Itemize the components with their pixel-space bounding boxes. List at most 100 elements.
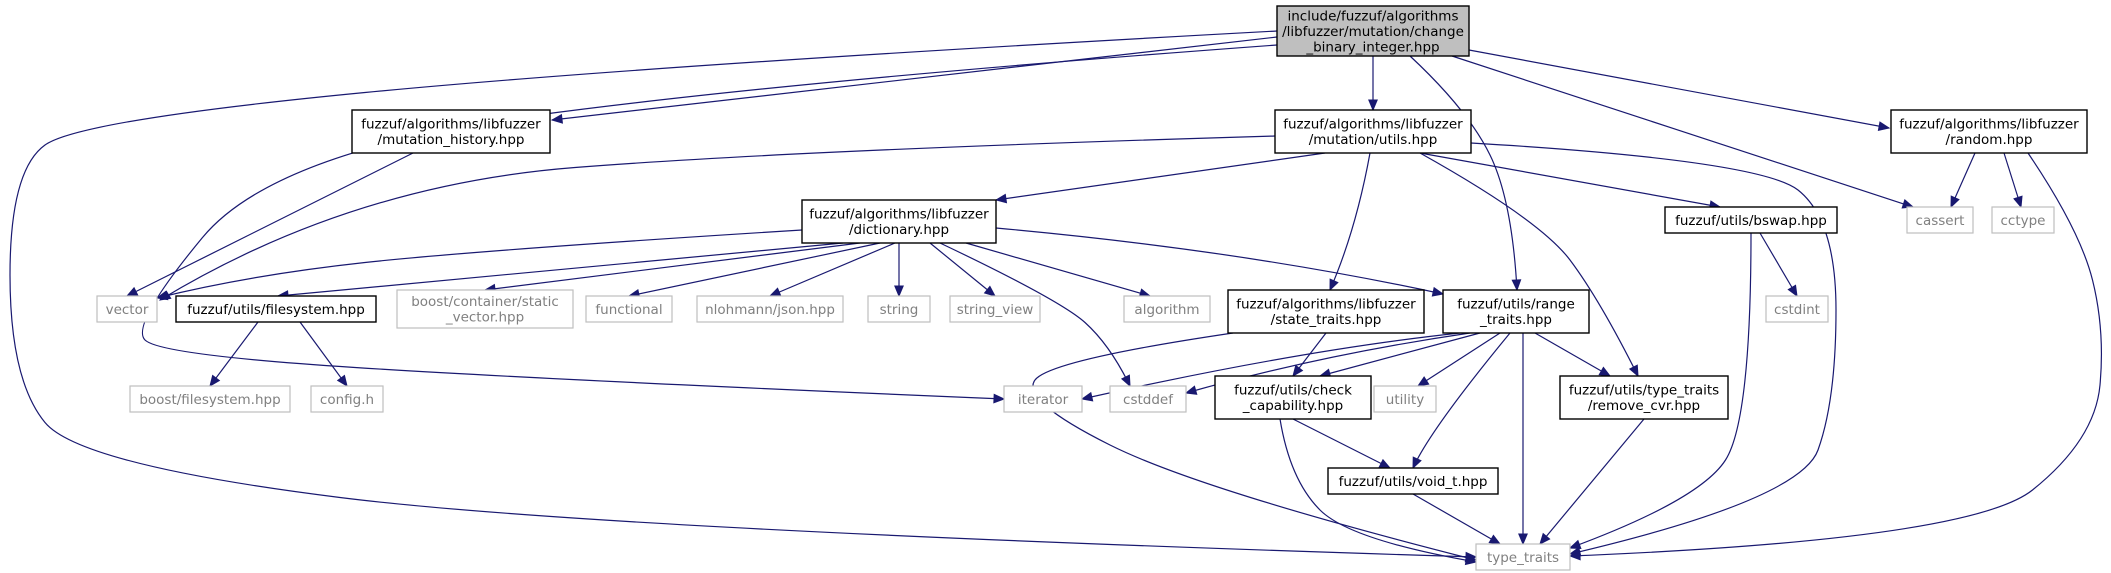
edge-check_capability-to-void_t bbox=[1292, 418, 1392, 469]
node-label-line: config.h bbox=[320, 392, 374, 408]
edge-arrowhead bbox=[1464, 555, 1478, 566]
edge-mutation_history-to-vector bbox=[125, 152, 414, 297]
node-box bbox=[1890, 109, 2088, 154]
node-algorithm: algorithm bbox=[1123, 295, 1211, 323]
node-label-line: string_view bbox=[957, 302, 1034, 318]
node-box bbox=[310, 385, 384, 413]
edge-arrowhead bbox=[1628, 364, 1639, 378]
node-box bbox=[949, 295, 1041, 323]
edge-line bbox=[156, 229, 803, 299]
edge-arrowhead bbox=[550, 113, 563, 124]
edge-void_t-to-type_traits bbox=[1412, 493, 1502, 545]
node-random[interactable]: fuzzuf/algorithms/libfuzzer/random.hpp bbox=[1890, 109, 2088, 154]
edge-arrowhead bbox=[1184, 385, 1198, 395]
edge-arrowhead bbox=[1568, 550, 1581, 561]
node-box bbox=[396, 289, 574, 329]
edge-dictionary-to-static_vector bbox=[483, 242, 861, 294]
edge-mutation_utils-to-type_traits bbox=[1470, 142, 1837, 557]
edge-line bbox=[965, 242, 1151, 297]
edge-arrowhead bbox=[1568, 539, 1582, 550]
edge-range_traits-to-type_traits bbox=[1518, 333, 1528, 546]
edge-line bbox=[1534, 332, 1611, 377]
edge-filesystem-to-boost_filesystem bbox=[209, 321, 259, 388]
edge-line bbox=[277, 242, 844, 297]
node-box bbox=[1274, 109, 1472, 154]
node-box bbox=[1991, 206, 2055, 234]
edge-line bbox=[1468, 49, 1890, 129]
node-label-line: fuzzuf/utils/range bbox=[1457, 297, 1575, 313]
node-label-line: _vector.hpp bbox=[445, 310, 524, 326]
node-label-line: boost/filesystem.hpp bbox=[139, 392, 280, 408]
node-range-traits[interactable]: fuzzuf/utils/range_traits.hpp bbox=[1442, 289, 1590, 334]
edge-random-to-cassert bbox=[1950, 152, 1976, 209]
node-remove-cvr[interactable]: fuzzuf/utils/type_traits/remove_cvr.hpp bbox=[1559, 375, 1729, 420]
node-bswap[interactable]: fuzzuf/utils/bswap.hpp bbox=[1664, 206, 1838, 234]
edge-arrowhead bbox=[1518, 533, 1528, 546]
node-cctype: cctype bbox=[1991, 206, 2055, 234]
node-label-line: fuzzuf/algorithms/libfuzzer bbox=[1283, 117, 1463, 133]
edge-line bbox=[299, 321, 348, 387]
node-label-line: fuzzuf/algorithms/libfuzzer bbox=[1236, 297, 1416, 313]
node-cstdint: cstdint bbox=[1765, 295, 1829, 323]
edge-random-to-type_traits bbox=[1568, 152, 2103, 561]
edge-arrowhead bbox=[768, 287, 782, 297]
edge-line bbox=[1279, 418, 1477, 563]
edge-line bbox=[628, 242, 881, 297]
node-dictionary[interactable]: fuzzuf/algorithms/libfuzzer/dictionary.h… bbox=[801, 199, 997, 244]
node-void-t[interactable]: fuzzuf/utils/void_t.hpp bbox=[1327, 467, 1499, 495]
edge-arrowhead bbox=[1539, 532, 1551, 545]
edge-bswap-to-type_traits bbox=[1568, 232, 1752, 550]
node-box bbox=[1475, 543, 1571, 571]
edge-arrowhead bbox=[894, 285, 904, 298]
edge-line bbox=[1419, 152, 1721, 208]
node-functional: functional bbox=[585, 295, 673, 323]
edge-dictionary-to-string bbox=[894, 243, 904, 298]
edge-arrowhead bbox=[994, 193, 1008, 204]
edge-line bbox=[141, 44, 1278, 400]
node-label-line: /state_traits.hpp bbox=[1271, 312, 1382, 328]
node-box bbox=[1373, 385, 1437, 413]
edge-arrowhead bbox=[993, 393, 1006, 404]
edge-line bbox=[929, 242, 996, 297]
edge-line bbox=[1412, 332, 1511, 469]
node-mutation-utils[interactable]: fuzzuf/algorithms/libfuzzer/mutation/uti… bbox=[1274, 109, 1472, 154]
node-label-line: fuzzuf/utils/bswap.hpp bbox=[1675, 213, 1827, 229]
edge-dictionary-to-cstddef bbox=[939, 242, 1131, 388]
edge-line bbox=[1329, 152, 1371, 291]
edge-line bbox=[1032, 332, 1477, 561]
node-box bbox=[1559, 375, 1729, 420]
node-box bbox=[1276, 5, 1470, 57]
node-box bbox=[1765, 295, 1829, 323]
node-box bbox=[1123, 295, 1211, 323]
edge-dictionary-to-vector bbox=[155, 229, 803, 301]
edge-change_binary_integer-to-random bbox=[1468, 49, 1891, 131]
node-label-line: /dictionary.hpp bbox=[849, 222, 949, 238]
node-label-line: string bbox=[880, 302, 919, 318]
node-box bbox=[1442, 289, 1590, 334]
node-label-line: _capability.hpp bbox=[1242, 398, 1343, 414]
node-state-traits[interactable]: fuzzuf/algorithms/libfuzzer/state_traits… bbox=[1227, 289, 1425, 334]
node-label-line: functional bbox=[595, 302, 662, 318]
node-filesystem[interactable]: fuzzuf/utils/filesystem.hpp bbox=[175, 295, 377, 323]
node-check-capability[interactable]: fuzzuf/utils/check_capability.hpp bbox=[1214, 375, 1372, 420]
node-label-line: /mutation_history.hpp bbox=[378, 132, 525, 148]
node-change-binary-integer[interactable]: include/fuzzuf/algorithms/libfuzzer/muta… bbox=[1276, 5, 1470, 57]
edge-line bbox=[9, 30, 1477, 558]
node-string: string bbox=[867, 295, 931, 323]
node-label-line: fuzzuf/algorithms/libfuzzer bbox=[1899, 117, 2079, 133]
node-box bbox=[585, 295, 673, 323]
node-box bbox=[1003, 385, 1083, 413]
node-mutation-history[interactable]: fuzzuf/algorithms/libfuzzer/mutation_his… bbox=[351, 109, 551, 154]
edge-random-to-cctype bbox=[2003, 152, 2023, 209]
edge-check_capability-to-type_traits bbox=[1279, 418, 1478, 566]
edge-line bbox=[1419, 152, 1639, 377]
edge-line bbox=[209, 321, 259, 387]
node-label-line: include/fuzzuf/algorithms bbox=[1288, 8, 1459, 24]
node-box bbox=[96, 295, 158, 323]
edge-line bbox=[1451, 55, 1914, 208]
edge-remove_cvr-to-type_traits bbox=[1539, 418, 1645, 545]
node-static-vector: boost/container/static_vector.hpp bbox=[396, 289, 574, 329]
node-label-line: _binary_integer.hpp bbox=[1305, 39, 1439, 55]
edge-line bbox=[1470, 142, 1837, 555]
edge-line bbox=[551, 36, 1278, 121]
